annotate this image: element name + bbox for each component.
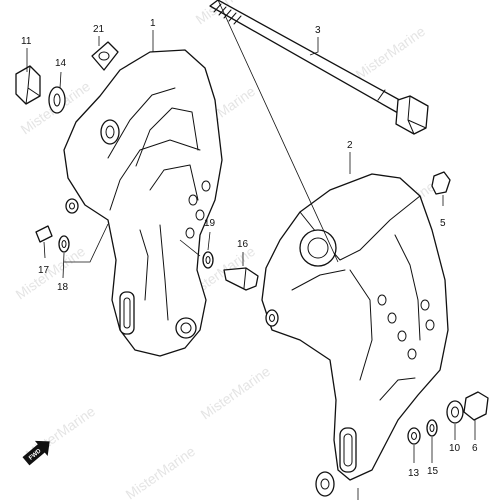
- part-15-washer: [426, 419, 438, 437]
- part-2-clamp-bracket-starboard: [261, 173, 449, 481]
- callout-1: 1: [150, 18, 156, 29]
- watermark: MisterMarine: [13, 243, 89, 303]
- leader-lines: [26, 0, 476, 500]
- part-1-clamp-bracket-port: [63, 49, 223, 357]
- callout-2: 2: [347, 140, 353, 151]
- callout-16: 16: [237, 239, 249, 250]
- callout-19: 19: [204, 218, 216, 229]
- part-13-washer: [407, 427, 421, 445]
- callout-5: 5: [440, 218, 446, 229]
- part-17-bushing: [35, 225, 53, 243]
- callout-3: 3: [315, 25, 321, 36]
- part-3-through-bolt: [209, 0, 429, 135]
- part-bottom-washer: [315, 471, 335, 497]
- part-6-bushing: [463, 391, 489, 421]
- callout-21: 21: [93, 24, 105, 35]
- callout-labels: 1 3 2 5 11 14 21 19 16 17 18 6 10 13 15: [21, 18, 478, 479]
- part-11-nut: [15, 65, 41, 105]
- callout-14: 14: [55, 58, 67, 69]
- part-19-washer: [202, 251, 214, 269]
- watermark: MisterMarine: [353, 23, 429, 83]
- part-14-washer: [48, 86, 66, 114]
- watermark: MisterMarine: [123, 443, 199, 500]
- part-21-plate: [91, 41, 119, 71]
- callout-15: 15: [427, 466, 439, 477]
- part-10-bushing: [446, 400, 464, 424]
- callout-13: 13: [408, 468, 420, 479]
- part-16-pin: [223, 267, 259, 291]
- callout-10: 10: [449, 443, 461, 454]
- part-18-washer: [58, 235, 70, 253]
- part-5-bushing: [431, 171, 451, 195]
- watermark: MisterMarine: [198, 363, 274, 423]
- callout-6: 6: [472, 443, 478, 454]
- callout-18: 18: [57, 282, 69, 293]
- callout-17: 17: [38, 265, 50, 276]
- callout-11: 11: [21, 36, 32, 47]
